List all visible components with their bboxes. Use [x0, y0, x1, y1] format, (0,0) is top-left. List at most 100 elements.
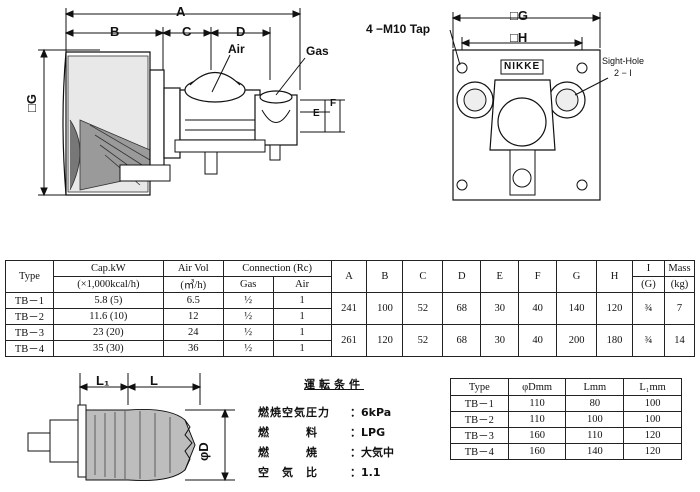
cell-l1: 120: [623, 427, 682, 444]
dim-f-label: F: [330, 98, 337, 109]
table-row: TB－3 160 110 120: [450, 427, 682, 444]
condition-row: 燃焼空気圧力：6kPa: [258, 404, 438, 424]
condition-key: 空 気 比: [258, 466, 318, 479]
cell-d: 68: [442, 292, 482, 325]
cell-gas: ½: [222, 340, 274, 357]
col-a: A: [330, 260, 368, 293]
sight-hole-label: Sight-Hole: [602, 56, 645, 66]
side-view-drawing: A B C D Air Gas E F □G: [0, 0, 345, 205]
cell-type: TB－1: [5, 292, 54, 309]
col-i-sub: (G): [631, 276, 665, 293]
col-mass-sub: (kg): [663, 276, 696, 293]
cell-g: 140: [556, 292, 598, 325]
front-view-drawing: 4 −M10 Tap □G □H NIKKE Sight-Hole 2 − I: [360, 0, 700, 210]
condition-value: ：6kPa: [350, 406, 392, 419]
cell-type: TB－4: [450, 443, 509, 460]
side-view-lines: [38, 8, 345, 197]
cell-b: 100: [366, 292, 404, 325]
cell-l: 100: [565, 411, 625, 428]
condition-key: 燃 焼: [258, 446, 318, 459]
nozzle-lines: [27, 373, 235, 482]
cell-type: TB－4: [5, 340, 54, 357]
col-phid: φDmm: [507, 378, 567, 396]
cell-cap: 23 (20): [52, 324, 164, 341]
front-h-label: □H: [510, 30, 528, 45]
col-g: G: [556, 260, 598, 293]
cell-type: TB－1: [450, 395, 509, 412]
cell-l1: 100: [623, 411, 682, 428]
cell-cap: 5.8 (5): [52, 292, 164, 309]
col-type: Type: [450, 378, 509, 396]
dim-g-label: □G: [24, 94, 39, 112]
cell-f: 40: [518, 324, 558, 357]
col-gas: Gas: [222, 276, 274, 293]
col-l1: L₁mm: [623, 378, 682, 396]
cell-airvol: 6.5: [162, 292, 224, 309]
dim-d-label: D: [236, 24, 246, 39]
cell-cap: 11.6 (10): [52, 308, 164, 325]
col-air: Air: [272, 276, 332, 293]
cell-type: TB－2: [450, 411, 509, 428]
col-f: F: [518, 260, 558, 293]
cell-l1: 100: [623, 395, 682, 412]
col-airvol: Air Vol: [162, 260, 224, 277]
dims-table: Type φDmm Lmm L₁mm TB－1 110 80 100 TB－2 …: [450, 378, 682, 460]
cell-gas: ½: [222, 308, 274, 325]
front-view-lines: [449, 12, 609, 201]
cell-a: 241: [330, 292, 368, 325]
dim-e-label: E: [313, 108, 320, 119]
cell-l: 80: [565, 395, 625, 412]
cell-c: 52: [402, 292, 444, 325]
cell-phid: 110: [507, 411, 567, 428]
cell-i: ¾: [631, 292, 665, 325]
col-h: H: [596, 260, 633, 293]
nozzle-l-label: L: [150, 373, 158, 388]
air-label: Air: [228, 42, 245, 56]
cell-c: 52: [402, 324, 444, 357]
cell-air: 1: [272, 340, 332, 357]
spec-table: Type Cap.kW Air Vol Connection (Rc) A B …: [5, 260, 696, 357]
cell-g: 200: [556, 324, 598, 357]
sight-hole-sub-label: 2 − I: [614, 68, 632, 78]
condition-row: 燃 焼 ：大気中: [258, 444, 438, 464]
cell-type: TB－2: [5, 308, 54, 325]
table-row: TB－4 160 140 120: [450, 443, 682, 460]
cell-f: 40: [518, 292, 558, 325]
cell-air: 1: [272, 308, 332, 325]
cell-air: 1: [272, 292, 332, 309]
table-row: TB－2 11.6 (10) 12 ½ 1: [5, 308, 695, 325]
condition-value: ：大気中: [350, 446, 394, 459]
col-connection: Connection (Rc): [222, 260, 332, 277]
nozzle-l1-label: L₁: [96, 373, 110, 388]
col-l: Lmm: [565, 378, 625, 396]
cell-h: 120: [596, 292, 633, 325]
col-cap-sub: (×1,000kcal/h): [52, 276, 164, 293]
cell-e: 30: [480, 292, 520, 325]
cell-airvol: 36: [162, 340, 224, 357]
col-d: D: [442, 260, 482, 293]
gas-label: Gas: [306, 44, 329, 58]
cell-l1: 120: [623, 443, 682, 460]
col-cap: Cap.kW: [52, 260, 164, 277]
table-row: TB－1 5.8 (5) 6.5 ½ 1 241 100 52 68 30 40…: [5, 292, 696, 325]
col-type: Type: [5, 260, 54, 293]
front-g-label: □G: [510, 8, 528, 23]
col-airvol-sub: (㎥/h): [162, 276, 224, 293]
cell-i: ¾: [631, 324, 665, 357]
conditions-title: 運転条件: [304, 378, 364, 391]
cell-a: 261: [330, 324, 368, 357]
dim-a-label: A: [176, 4, 186, 19]
condition-row: 空 気 比：1.1: [258, 464, 438, 484]
cell-cap: 35 (30): [52, 340, 164, 357]
cell-l: 140: [565, 443, 625, 460]
table-row: TB－1 110 80 100: [450, 395, 682, 412]
nozzle-phid-label: φD: [196, 442, 211, 461]
cell-l: 110: [565, 427, 625, 444]
cell-h: 180: [596, 324, 633, 357]
cell-air: 1: [272, 324, 332, 341]
cell-phid: 110: [507, 395, 567, 412]
table-row: TB－3 23 (20) 24 ½ 1 261 120 52 68 30 40 …: [5, 324, 696, 357]
col-e: E: [480, 260, 520, 293]
cell-e: 30: [480, 324, 520, 357]
cell-airvol: 24: [162, 324, 224, 341]
